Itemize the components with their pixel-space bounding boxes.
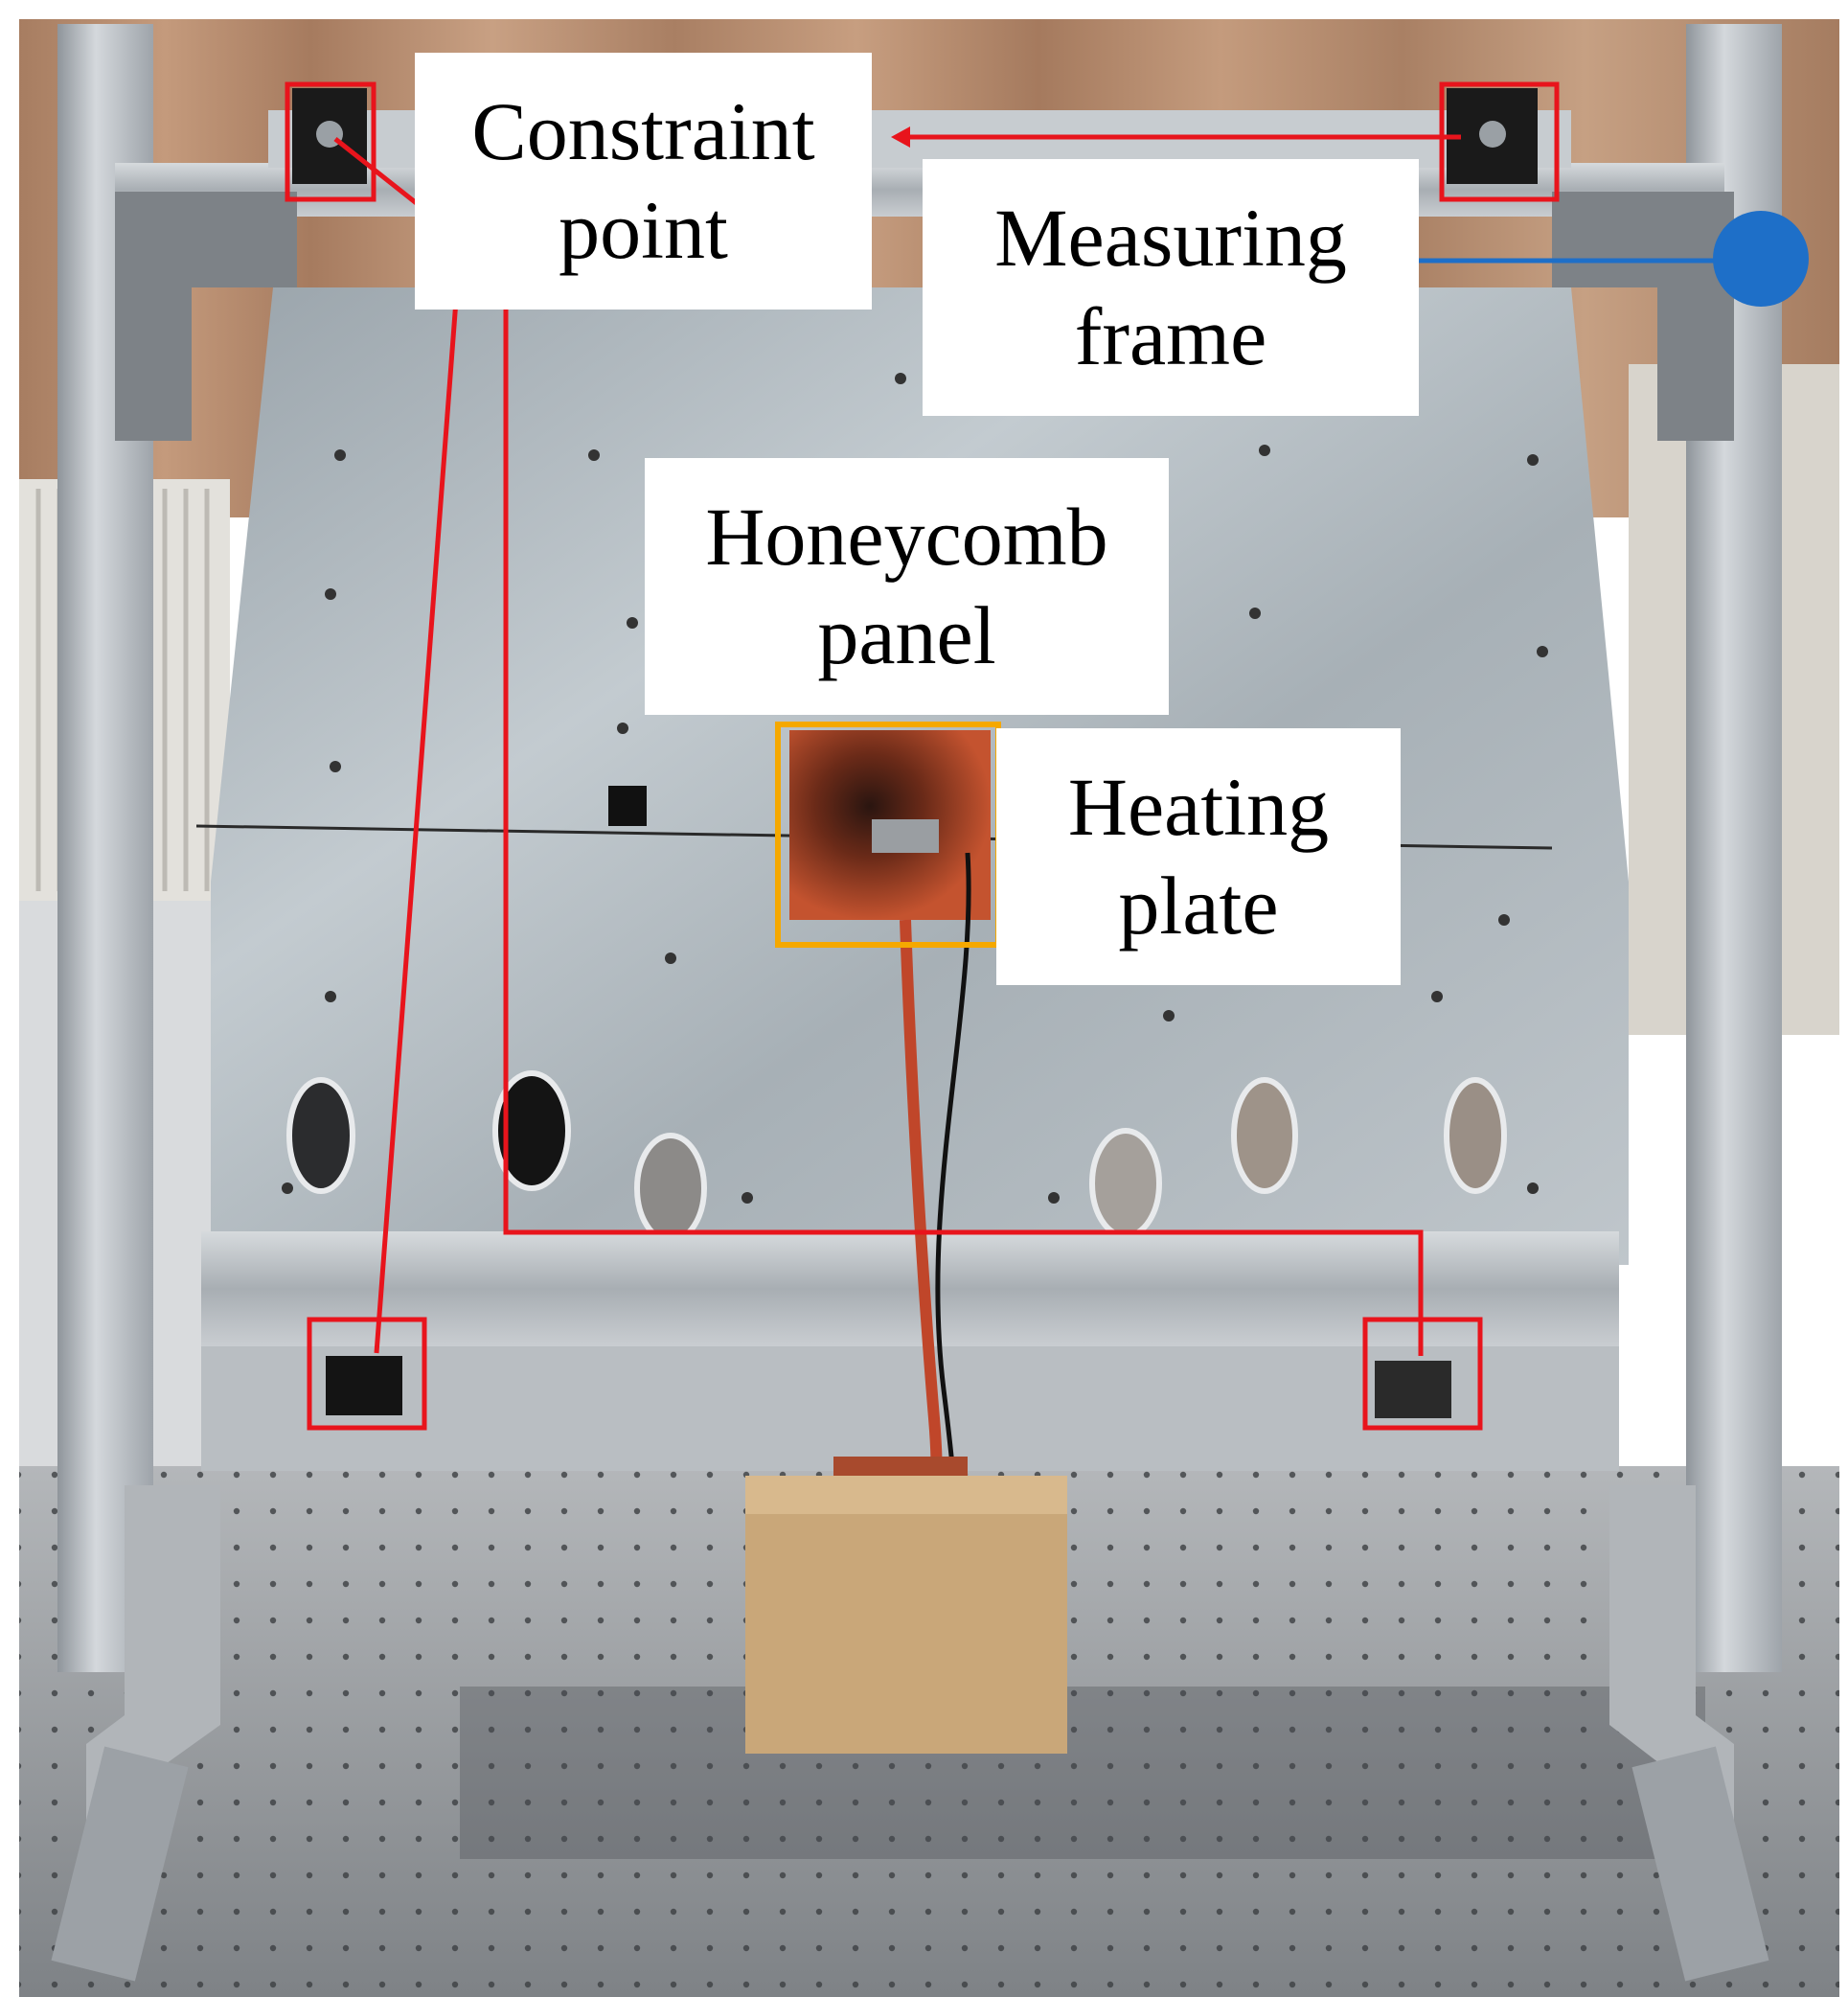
corner-bracket-top-left (115, 192, 297, 441)
corner-bracket-top-right (1552, 192, 1734, 441)
panel-cutouts (286, 1070, 1507, 1244)
foot-bracket-right (1609, 1485, 1734, 1821)
clamp-bottom-left (326, 1356, 402, 1415)
heating-plate-label: Heating plate (996, 728, 1401, 985)
constraint-point-line1: Constraint (471, 84, 815, 177)
measuring-frame-label: Measuring frame (923, 159, 1419, 416)
panel-screw-holes (282, 373, 1548, 1204)
constraint-arrows (333, 134, 1461, 1356)
measuring-frame-line1: Measuring (994, 191, 1347, 284)
honeycomb-panel-label: Honeycomb panel (645, 458, 1169, 715)
foot-rail-right (1631, 1746, 1769, 1982)
constraint-point-line2: point (559, 184, 728, 276)
honeycomb-panel-line2: panel (817, 589, 996, 681)
panel-black-patch (608, 786, 647, 826)
clamp-top-right-bolt (1479, 121, 1506, 148)
clamp-bottom-right (1375, 1361, 1451, 1418)
cardboard-box-top (745, 1476, 1067, 1514)
honeycomb-panel-line1: Honeycomb (705, 490, 1108, 583)
measuring-frame-dot (1713, 211, 1809, 307)
table-shadow (460, 1687, 1705, 1859)
foot-rail-left (51, 1746, 189, 1982)
heating-plate-line1: Heating (1067, 760, 1330, 853)
heating-plate-line2: plate (1118, 860, 1279, 952)
frame-bottom-bar (201, 1231, 1619, 1346)
constraint-point-label: Constraint point (415, 53, 872, 310)
cardboard-box (745, 1476, 1067, 1754)
measuring-frame-line2: frame (1074, 290, 1267, 382)
heating-plate-connector (872, 819, 939, 853)
foot-bracket-left (86, 1485, 220, 1821)
